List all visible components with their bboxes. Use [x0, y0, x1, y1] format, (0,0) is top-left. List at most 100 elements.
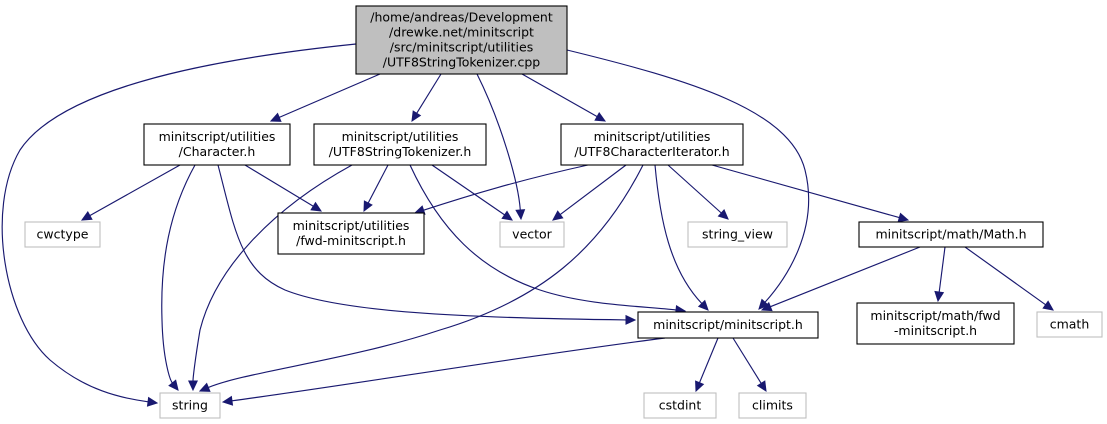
arrowhead — [756, 380, 767, 393]
node-box — [355, 5, 568, 75]
edge-line — [559, 164, 627, 216]
edge-line — [244, 164, 314, 207]
node-box — [856, 302, 1015, 345]
node-label-line: minitscript/utilities — [159, 129, 276, 144]
node-fwd-minitscript-utilities[interactable]: minitscript/utilities/fwd-minitscript.h — [277, 212, 425, 255]
node-label-line: /Character.h — [179, 144, 256, 159]
node-math-fwd[interactable]: minitscript/math/fwd-minitscript.h — [856, 302, 1015, 345]
node-label-line: minitscript/math/Math.h — [875, 227, 1026, 242]
node-box — [159, 392, 221, 419]
arrowhead — [760, 301, 773, 312]
edge-line — [208, 164, 644, 389]
edge-root-to-vector — [476, 73, 526, 221]
node-utf8characteriterator-h[interactable]: minitscript/utilities/UTF8CharacterItera… — [560, 123, 744, 166]
edge-line — [1, 43, 357, 403]
node-label-line: /UTF8StringTokenizer.h — [329, 144, 472, 159]
edge-line — [89, 164, 181, 217]
edge-root-to-character_h — [269, 73, 381, 122]
node-minitscript-h[interactable]: minitscript/minitscript.h — [637, 311, 819, 339]
node-string-view[interactable]: string_view — [687, 221, 788, 248]
edge-line — [770, 246, 921, 308]
node-cwctype[interactable]: cwctype — [24, 221, 101, 248]
arrowhead — [697, 299, 709, 311]
edge-character_h-to-string — [161, 164, 196, 391]
node-box — [143, 123, 291, 166]
node-label-line: climits — [752, 398, 793, 413]
node-label-line: /src/minitscript/utilities — [390, 40, 533, 55]
node-label-line: string_view — [702, 227, 773, 242]
edges-layer — [1, 43, 1054, 407]
edge-line — [698, 337, 719, 383]
node-label-line: cstdint — [659, 398, 702, 413]
edge-line — [217, 164, 627, 321]
edge-character_h-to-cwctype — [80, 164, 181, 221]
edge-math_h-to-cmath — [964, 246, 1054, 311]
arrowhead — [625, 314, 637, 325]
arrowhead — [501, 210, 513, 221]
node-label-line: string — [172, 398, 208, 413]
node-box — [24, 221, 101, 248]
node-label-line: -minitscript.h — [894, 323, 977, 338]
node-label-line: minitscript/minitscript.h — [653, 317, 803, 332]
edge-line — [938, 246, 946, 293]
edge-root-to-utf8stringtokenizer_h — [411, 73, 442, 123]
node-climits[interactable]: climits — [738, 392, 807, 419]
arrowhead — [594, 111, 607, 122]
node-label-line: /drewke.net/minitscript — [389, 25, 534, 40]
edge-root-to-minitscript_h — [566, 49, 810, 310]
edge-line — [566, 49, 810, 303]
arrowhead — [198, 382, 211, 392]
node-label-line: /UTF8CharacterIterator.h — [574, 144, 729, 159]
edge-character_h-to-minitscript_h — [217, 164, 637, 325]
edge-line — [423, 164, 589, 211]
edge-utf8characteriterator_h-to-string — [198, 164, 644, 392]
edge-utf8stringtokenizer_h-to-fwd_minitscript_utilities — [363, 164, 389, 213]
node-root[interactable]: /home/andreas/Development/drewke.net/min… — [355, 5, 568, 75]
node-label-line: minitscript/utilities — [342, 129, 459, 144]
node-box — [313, 123, 487, 166]
arrowhead — [188, 380, 198, 392]
edge-utf8characteriterator_h-to-vector — [552, 164, 627, 221]
arrowhead — [168, 379, 179, 391]
node-string[interactable]: string — [159, 392, 221, 419]
edge-line — [431, 164, 505, 216]
node-vector[interactable]: vector — [499, 221, 565, 248]
edge-line — [476, 73, 521, 211]
arrowhead — [934, 290, 945, 303]
node-box — [858, 221, 1044, 248]
arrowhead — [552, 210, 564, 221]
node-label-line: minitscript/math/fwd — [870, 308, 1000, 323]
edge-line — [161, 164, 196, 384]
arrowhead — [897, 212, 910, 223]
edge-line — [964, 246, 1047, 306]
edge-line — [416, 73, 442, 114]
arrowhead — [515, 209, 526, 221]
node-character-h[interactable]: minitscript/utilities/Character.h — [143, 123, 291, 166]
arrowhead — [363, 200, 373, 213]
edge-minitscript_h-to-climits — [732, 337, 767, 393]
arrowhead — [717, 208, 729, 220]
node-label-line: /UTF8StringTokenizer.cpp — [383, 55, 541, 70]
node-cmath[interactable]: cmath — [1036, 311, 1103, 338]
edge-line — [711, 164, 900, 219]
node-label-line: /fwd-minitscript.h — [296, 233, 406, 248]
node-cstdint[interactable]: cstdint — [643, 392, 717, 419]
edge-math_h-to-minitscript_h — [760, 246, 921, 312]
edge-line — [654, 164, 703, 304]
arrowhead — [758, 298, 770, 310]
node-utf8stringtokenizer-h[interactable]: minitscript/utilities/UTF8StringTokenize… — [313, 123, 487, 166]
edge-minitscript_h-to-cstdint — [695, 337, 719, 393]
edge-line — [367, 164, 389, 204]
node-box — [1036, 311, 1103, 338]
edge-line — [732, 337, 762, 384]
edge-line — [521, 73, 598, 118]
node-label-line: cwctype — [37, 227, 89, 242]
arrowhead — [695, 380, 705, 393]
node-box — [637, 311, 819, 339]
node-box — [499, 221, 565, 248]
node-box — [738, 392, 807, 419]
node-label-line: /home/andreas/Development — [370, 10, 553, 25]
edge-math_h-to-math_fwd — [934, 246, 946, 303]
node-math-h[interactable]: minitscript/math/Math.h — [858, 221, 1044, 248]
